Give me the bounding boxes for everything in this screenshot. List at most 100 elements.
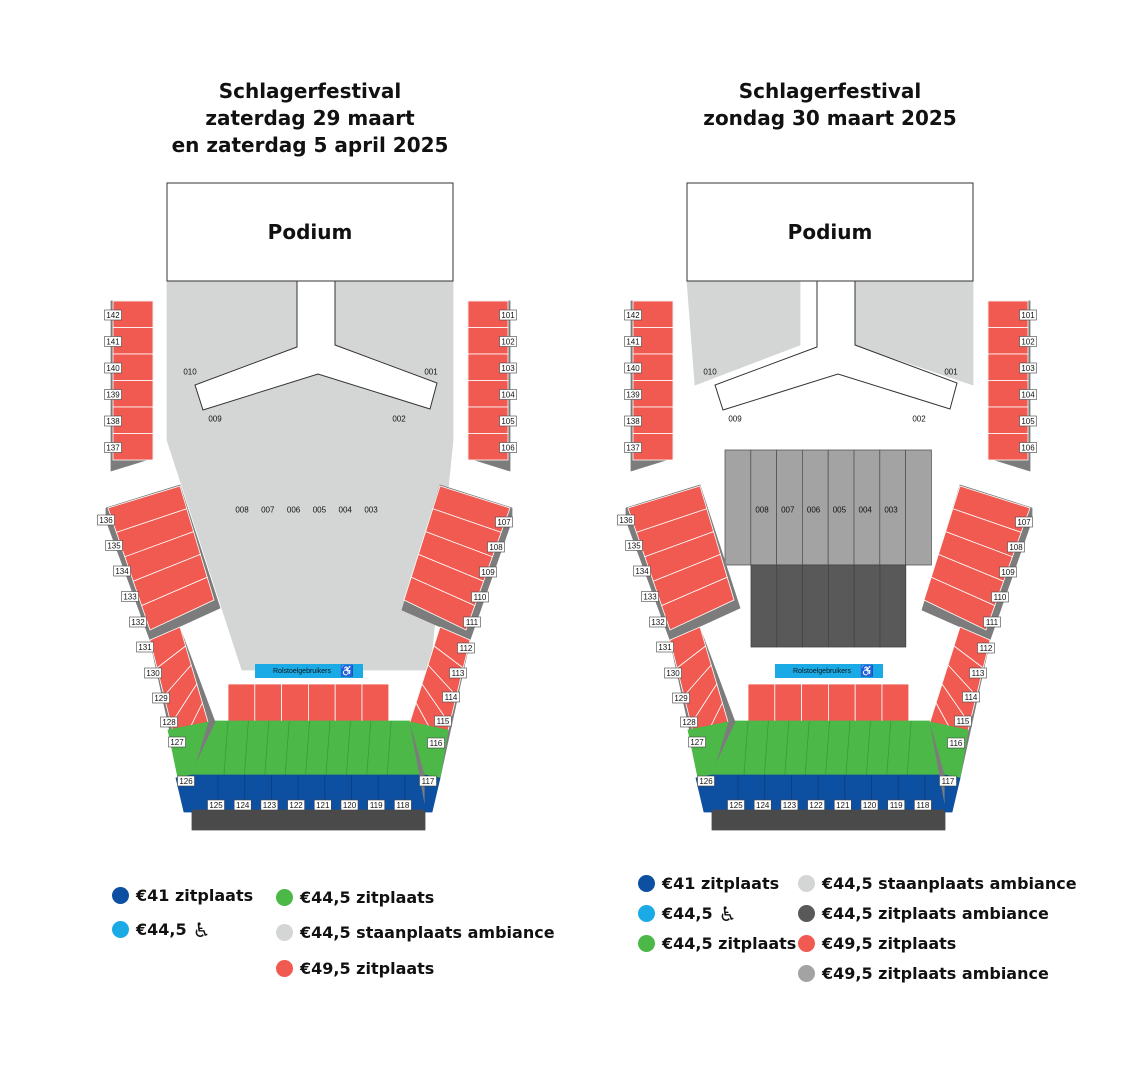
floor-section-label: 008 (755, 506, 769, 515)
row-label-box (367, 799, 386, 811)
row-label: 134 (635, 567, 649, 576)
legend-dot-mid-ambiance (798, 965, 815, 982)
row-label: 127 (170, 738, 184, 747)
floor-block-ambiance (750, 449, 778, 566)
legend-dot-dark-ambiance (798, 905, 815, 922)
seat-block-red (227, 683, 256, 723)
seat-block-red (254, 683, 283, 723)
row-label-box (697, 775, 715, 787)
legend-dot-green (638, 935, 655, 952)
row-label: 102 (1021, 337, 1035, 346)
floor-block-dark (776, 564, 803, 648)
row-label-box (624, 336, 642, 347)
green-divider (366, 720, 372, 776)
legend-item: €49,5 zitplaats (276, 959, 434, 978)
row-label: 132 (131, 618, 145, 627)
catwalk-label: 001 (944, 368, 958, 377)
seat-block-red (361, 683, 390, 723)
row-label: 137 (106, 443, 120, 452)
row-label: 102 (501, 337, 515, 346)
legend-label: €49,5 zitplaats (300, 959, 435, 978)
row-label: 104 (501, 390, 515, 399)
row-label-box (1019, 336, 1037, 347)
catwalk-label: 002 (912, 415, 926, 424)
green-divider (825, 720, 830, 776)
row-label-box (860, 799, 879, 811)
row-label-box (688, 736, 706, 748)
row-label: 122 (809, 801, 823, 810)
legend-item: €49,5 zitplaats ambiance (798, 964, 1049, 983)
green-divider (284, 720, 290, 776)
row-label: 130 (146, 669, 160, 678)
row-label-box (954, 715, 972, 727)
seat-block-red (801, 683, 829, 723)
floor-block-dark (750, 564, 778, 648)
row-label-box (105, 540, 123, 551)
row-label: 122 (289, 801, 303, 810)
wheelchair-icon: ♿ (860, 665, 874, 678)
row-label: 124 (236, 801, 250, 810)
floor-section-label: 006 (287, 506, 301, 515)
row-label-box (672, 692, 690, 704)
row-label-box (633, 565, 651, 577)
seat-row-mid (661, 576, 735, 631)
row-label-box (499, 336, 517, 347)
seat-row-mid (403, 576, 476, 631)
row-label-box (104, 362, 122, 374)
floor-section-label: 008 (235, 506, 249, 515)
green-divider (784, 720, 790, 776)
row-label: 117 (422, 777, 435, 786)
green-divider (386, 720, 392, 776)
row-label: 140 (106, 364, 120, 373)
row-label: 115 (437, 717, 450, 726)
row-label-box (624, 415, 642, 427)
green-divider (244, 720, 249, 776)
legend-item: €41 zitplaats (638, 874, 779, 893)
row-label: 124 (756, 801, 770, 810)
row-label-box (969, 667, 987, 679)
catwalk-label: 010 (703, 368, 717, 377)
legend-item: €44,5 ♿ (638, 904, 737, 924)
green-divider (906, 720, 912, 776)
legend-label: €44,5 (662, 904, 713, 923)
row-label-box (113, 565, 131, 577)
row-label: 133 (123, 592, 137, 601)
legend-label: €49,5 zitplaats ambiance (822, 964, 1049, 983)
row-label: 129 (154, 694, 168, 703)
row-label-box (499, 415, 517, 427)
row-label: 142 (106, 311, 120, 320)
row-label-box (753, 799, 772, 811)
row-label-box (313, 799, 332, 811)
row-label-box (807, 799, 825, 811)
legend-dot-blue (638, 875, 655, 892)
row-label: 123 (263, 801, 277, 810)
legend-dot-red (276, 960, 293, 977)
row-label-box (499, 309, 517, 321)
title-line: Schlagerfestival (738, 79, 922, 103)
row-label: 111 (986, 618, 999, 627)
stage (686, 182, 974, 282)
legend-dot-light-blue (112, 921, 129, 938)
row-label: 106 (1021, 443, 1035, 452)
row-label-box (287, 799, 305, 811)
floor-section-label: 007 (261, 506, 275, 515)
seat-block-red (334, 683, 363, 723)
row-label: 114 (965, 693, 978, 702)
blue-tier (191, 774, 426, 811)
row-label: 133 (643, 592, 657, 601)
row-label: 118 (397, 801, 410, 810)
green-divider (866, 720, 871, 776)
floor-section-label: 003 (884, 506, 898, 515)
green-tier (711, 720, 946, 776)
row-label-box (833, 799, 852, 811)
row-label-box (641, 591, 659, 602)
row-label-box (97, 514, 115, 526)
row-label-box (1019, 309, 1037, 321)
seat-block-red (281, 683, 309, 723)
row-label: 141 (626, 337, 640, 346)
wheelchair-label: Rolstoelgebruikers (273, 668, 331, 675)
floor-block-dark (853, 564, 881, 648)
row-label: 127 (690, 738, 704, 747)
green-divider (764, 720, 769, 776)
